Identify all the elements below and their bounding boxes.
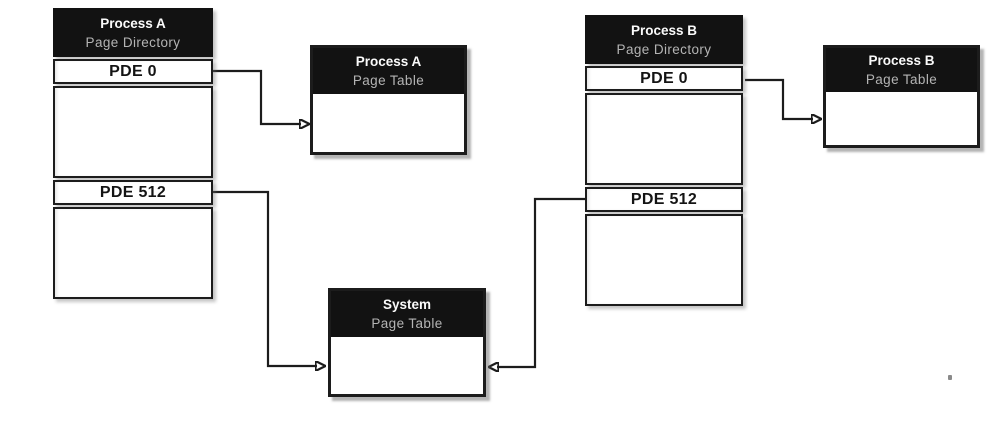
system-page-table-header: System Page Table [331,291,483,337]
connector-pde512-b-to-system-page-table [497,197,585,367]
system-page-table: System Page Table [328,288,486,397]
box-subtitle: Page Directory [616,41,712,57]
process-a-empty-entry-cell [53,86,213,178]
process-b-pde-512-entry: PDE 512 [585,187,743,212]
box-title: System [382,297,432,313]
process-a-empty-entry-cell [53,207,213,299]
dot-artifact [948,375,952,380]
process-a-page-table-body [313,94,464,152]
process-b-page-table-body [826,92,977,145]
connector-pde512-a-to-system-page-table [213,190,317,366]
box-title: Process B [630,22,698,38]
process-a-page-table: Process A Page Table [310,45,467,155]
box-subtitle: Page Table [865,72,938,87]
box-subtitle: Page Table [352,73,425,88]
process-a-pde-0-entry: PDE 0 [53,59,213,84]
process-a-pde-512-entry: PDE 512 [53,180,213,205]
connector-pde0-b-to-page-table-b [745,78,813,119]
process-a-page-table-header: Process A Page Table [313,48,464,94]
box-subtitle: Page Table [371,316,443,331]
box-title: Process A [100,15,166,31]
process-b-empty-entry-cell [585,93,743,185]
process-b-empty-entry-cell [585,214,743,306]
box-subtitle: Page Directory [85,34,181,50]
process-b-page-table: Process B Page Table [823,45,980,148]
process-a-page-directory-header: Process A Page Directory [53,8,213,57]
box-title: Process B [868,53,935,69]
process-b-page-directory: Process B Page Directory PDE 0 PDE 512 [585,15,743,306]
process-b-page-directory-header: Process B Page Directory [585,15,743,64]
process-a-page-directory: Process A Page Directory PDE 0 PDE 512 [53,8,213,299]
process-b-page-table-header: Process B Page Table [826,48,977,92]
system-page-table-body [331,337,483,394]
process-b-pde-0-entry: PDE 0 [585,66,743,91]
box-title: Process A [355,54,422,70]
connector-pde0-a-to-page-table-a [213,69,301,124]
